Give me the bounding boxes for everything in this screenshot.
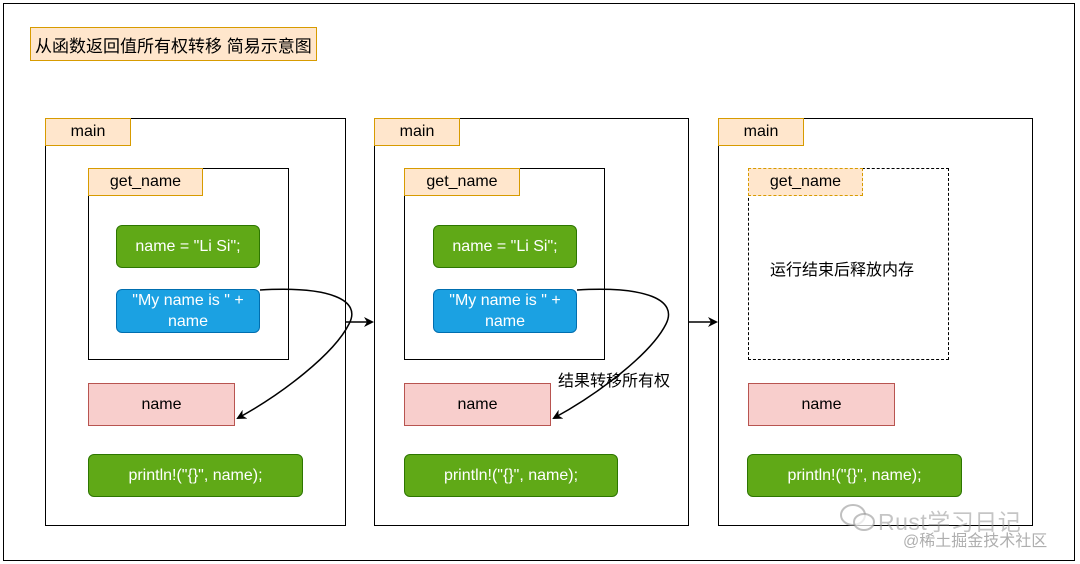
return-expression-2: "My name is " + name (433, 289, 577, 333)
released-note: 运行结束后释放内存 (770, 262, 915, 279)
diagram-title: 从函数返回值所有权转移 简易示意图 (30, 27, 317, 61)
assign-statement-1: name = "Li Si"; (116, 225, 260, 268)
ownership-transfer-arrow-1 (236, 288, 353, 419)
return-expression-1: "My name is " + name (116, 289, 260, 333)
outer-frame (3, 3, 1075, 561)
get-name-label-2: get_name (404, 168, 520, 196)
print-statement-2: println!("{}", name); (404, 454, 618, 497)
watermark-channel: Rust学习日记 (878, 509, 1022, 535)
watermark-site: @稀土掘金技术社区 (903, 533, 1048, 550)
get-name-label-3: get_name (748, 168, 863, 196)
main-label-1: main (45, 118, 131, 146)
print-statement-3: println!("{}", name); (747, 454, 962, 497)
get-name-label-1: get_name (88, 168, 203, 196)
transfer-note: 结果转移所有权 (558, 373, 671, 390)
print-statement-1: println!("{}", name); (88, 454, 303, 497)
get-name-frame-3-released (748, 168, 949, 360)
main-label-3: main (718, 118, 804, 146)
wechat-icon (840, 504, 875, 531)
assign-statement-2: name = "Li Si"; (433, 225, 577, 268)
result-variable-3: name (748, 383, 895, 426)
result-variable-2: name (404, 383, 551, 426)
result-variable-1: name (88, 383, 235, 426)
main-label-2: main (374, 118, 460, 146)
ownership-transfer-arrow-2 (552, 288, 670, 419)
